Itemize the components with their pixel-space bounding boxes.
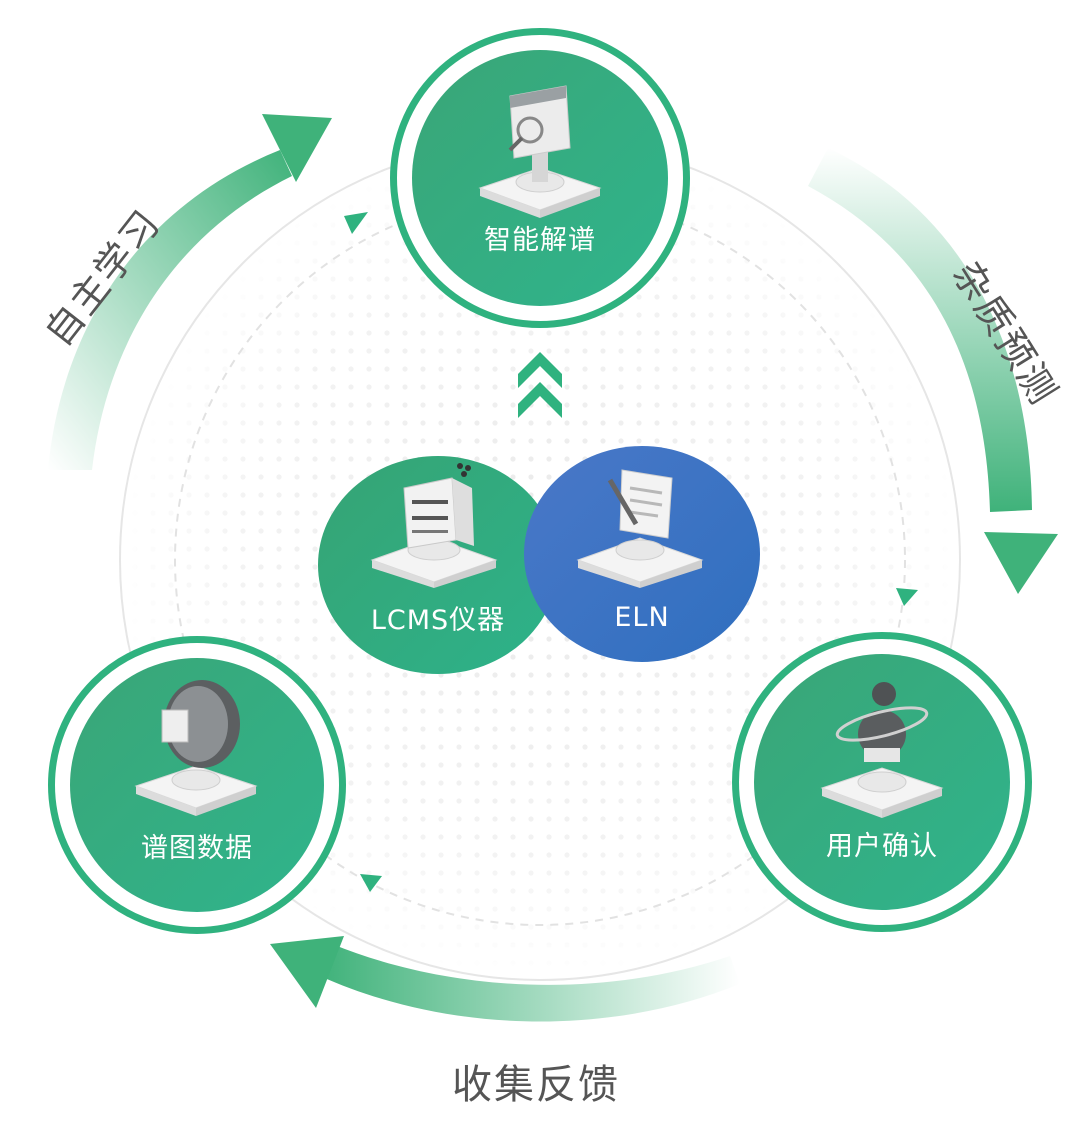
- spectrum-disc-icon: [134, 680, 258, 816]
- node-left[interactable]: 谱图数据: [70, 658, 324, 912]
- lcms-instrument-icon: [370, 463, 498, 588]
- notebook-pen-icon: [576, 469, 704, 588]
- arrow-left-head: [262, 114, 332, 182]
- orbit-sphere-icon: [820, 682, 944, 818]
- node-center-eln[interactable]: ELN: [524, 446, 760, 662]
- analysis-device-icon: [478, 85, 602, 218]
- node-top-label: 智能解谱: [484, 225, 596, 256]
- inner-dashed-ring: [174, 194, 906, 926]
- node-center-lcms[interactable]: LCMS仪器: [318, 456, 558, 674]
- arrow-right-body: [808, 148, 1032, 512]
- node-left-label: 谱图数据: [141, 833, 253, 864]
- arrow-left-body: [48, 150, 292, 470]
- marker-triangle-right: [896, 588, 918, 606]
- arrow-bottom-head: [270, 936, 344, 1008]
- arrow-bottom-body: [320, 944, 740, 1022]
- double-chevron-up-icon: [518, 352, 562, 418]
- node-center-lcms-label: LCMS仪器: [370, 605, 506, 636]
- node-center-eln-label: ELN: [614, 602, 670, 633]
- arrow-right-head: [984, 532, 1058, 594]
- flow-label-bottom: 收集反馈: [452, 1062, 620, 1108]
- node-right-label: 用户确认: [826, 831, 938, 862]
- node-right[interactable]: 用户确认: [754, 654, 1010, 910]
- marker-triangle-top: [344, 212, 368, 234]
- marker-triangle-bottom: [360, 874, 382, 892]
- node-top[interactable]: 智能解谱: [412, 50, 668, 306]
